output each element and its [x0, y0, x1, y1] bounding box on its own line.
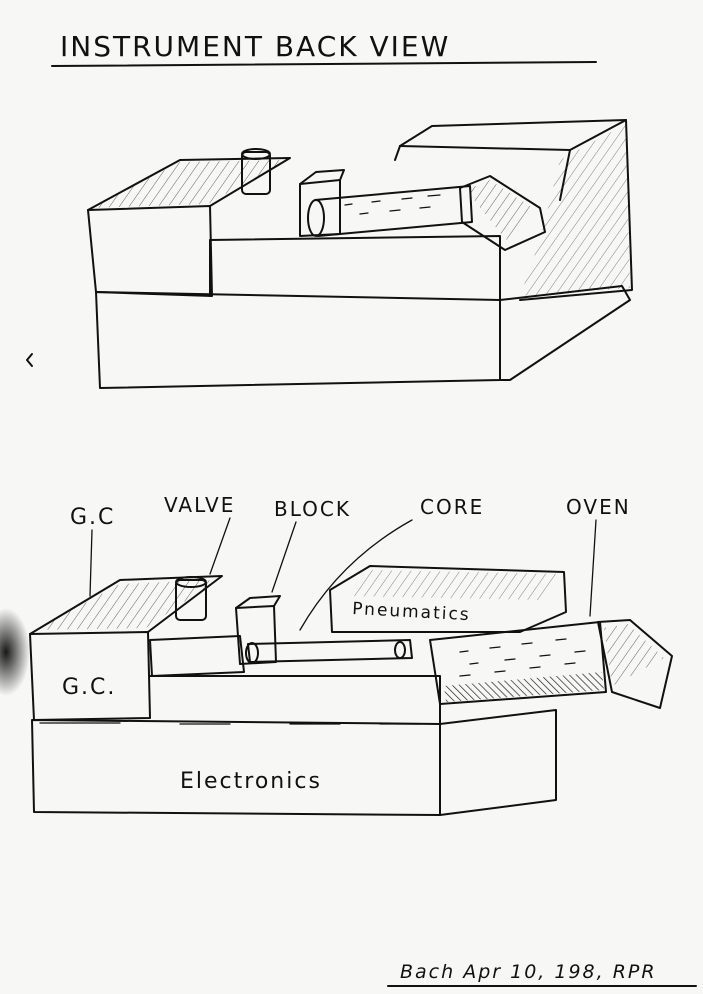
core-tube [247, 639, 413, 663]
gc-leader-line [89, 529, 93, 597]
oven-leader-line [589, 519, 597, 617]
core-label: CORE [420, 495, 484, 519]
valve-leader-line [209, 517, 231, 575]
signature: Bach Apr 10, 198, RPR [400, 961, 657, 983]
gc-module [29, 631, 151, 721]
page-title: INSTRUMENT BACK VIEW [60, 30, 450, 63]
pneumatics-housing [329, 565, 567, 633]
block-label: BLOCK [274, 497, 351, 521]
valve-label: VALVE [164, 493, 235, 517]
top-instrument-sketch [26, 119, 633, 389]
gc-box-label: G.C. [62, 675, 116, 700]
smudge-mark [0, 608, 30, 696]
electronics-box [31, 719, 441, 816]
block-leader-line [271, 521, 297, 593]
oven-trough [429, 621, 607, 705]
electronics-label: Electronics [180, 769, 322, 794]
title-underline [51, 61, 597, 67]
oven-label: OVEN [566, 495, 631, 519]
pneumatics-label: Pneumatics [352, 599, 471, 625]
core-leader-line [299, 519, 413, 631]
gc-label: G.C [70, 505, 115, 530]
bottom-instrument-sketch [29, 517, 673, 816]
valve-body [175, 579, 207, 621]
